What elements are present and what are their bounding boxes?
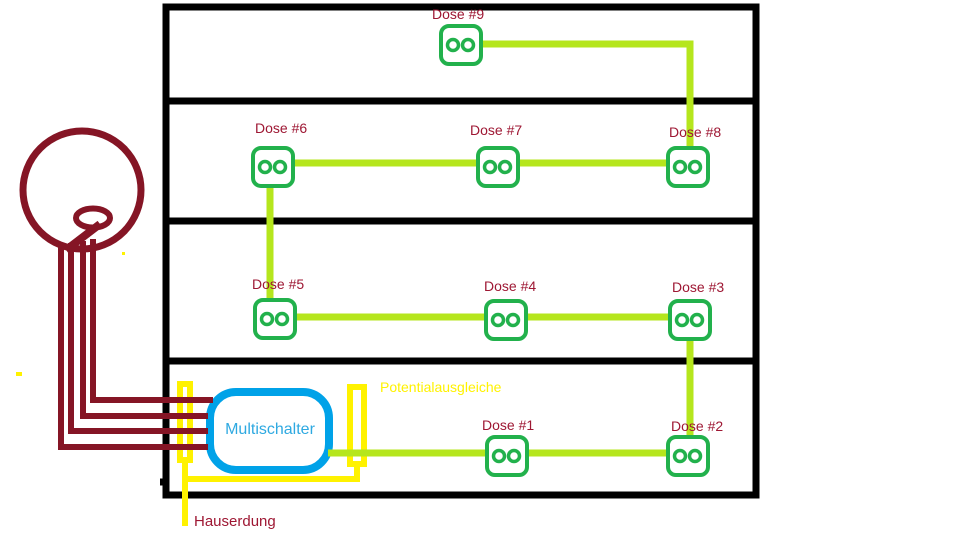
- dose8-label: Dose #8: [669, 124, 722, 140]
- coax-cable-1: [58, 243, 208, 450]
- stray-mark: [16, 372, 22, 376]
- dose2-label: Dose #2: [671, 418, 724, 434]
- dose-box-7: [476, 146, 520, 188]
- dose-box-3: [668, 299, 712, 341]
- dose-box-8: [666, 146, 710, 188]
- dose-box-5: [253, 298, 297, 340]
- equipotential-bonding-wire: [182, 464, 360, 482]
- dose5-label: Dose #5: [252, 276, 305, 292]
- multiswitch-box: [206, 388, 333, 474]
- dose3-label: Dose #3: [672, 279, 725, 295]
- potential-equalization-label: Potentialausgleiche: [380, 379, 502, 395]
- dose-box-9: [439, 24, 483, 66]
- building-outline: [162, 3, 760, 499]
- house-outline: [160, 3, 760, 499]
- dose-box-6: [251, 146, 295, 188]
- distribution-cables: [266, 40, 694, 457]
- dose9-label: Dose #9: [432, 6, 485, 22]
- coax-cable-2: [68, 243, 208, 434]
- coax-cable-4: [90, 239, 213, 403]
- dish-reflector: [19, 127, 145, 253]
- grounding-system: [16, 252, 367, 526]
- cable-dose9-dose8: [481, 40, 694, 150]
- dose-box-2: [666, 435, 710, 477]
- satellite-dish-icon: [19, 127, 213, 450]
- dose-box-4: [484, 299, 528, 341]
- coax-cable-3: [80, 241, 208, 419]
- dose-box-1: [485, 435, 529, 477]
- dose7-label: Dose #7: [470, 122, 523, 138]
- dose6-label: Dose #6: [255, 120, 308, 136]
- dose-boxes: [251, 24, 712, 477]
- stray-mark: [122, 252, 125, 255]
- house-ground-label: Hauserdung: [194, 513, 276, 530]
- multiswitch-label: Multischalter: [225, 421, 315, 438]
- dose1-label: Dose #1: [482, 417, 535, 433]
- dose4-label: Dose #4: [484, 278, 537, 294]
